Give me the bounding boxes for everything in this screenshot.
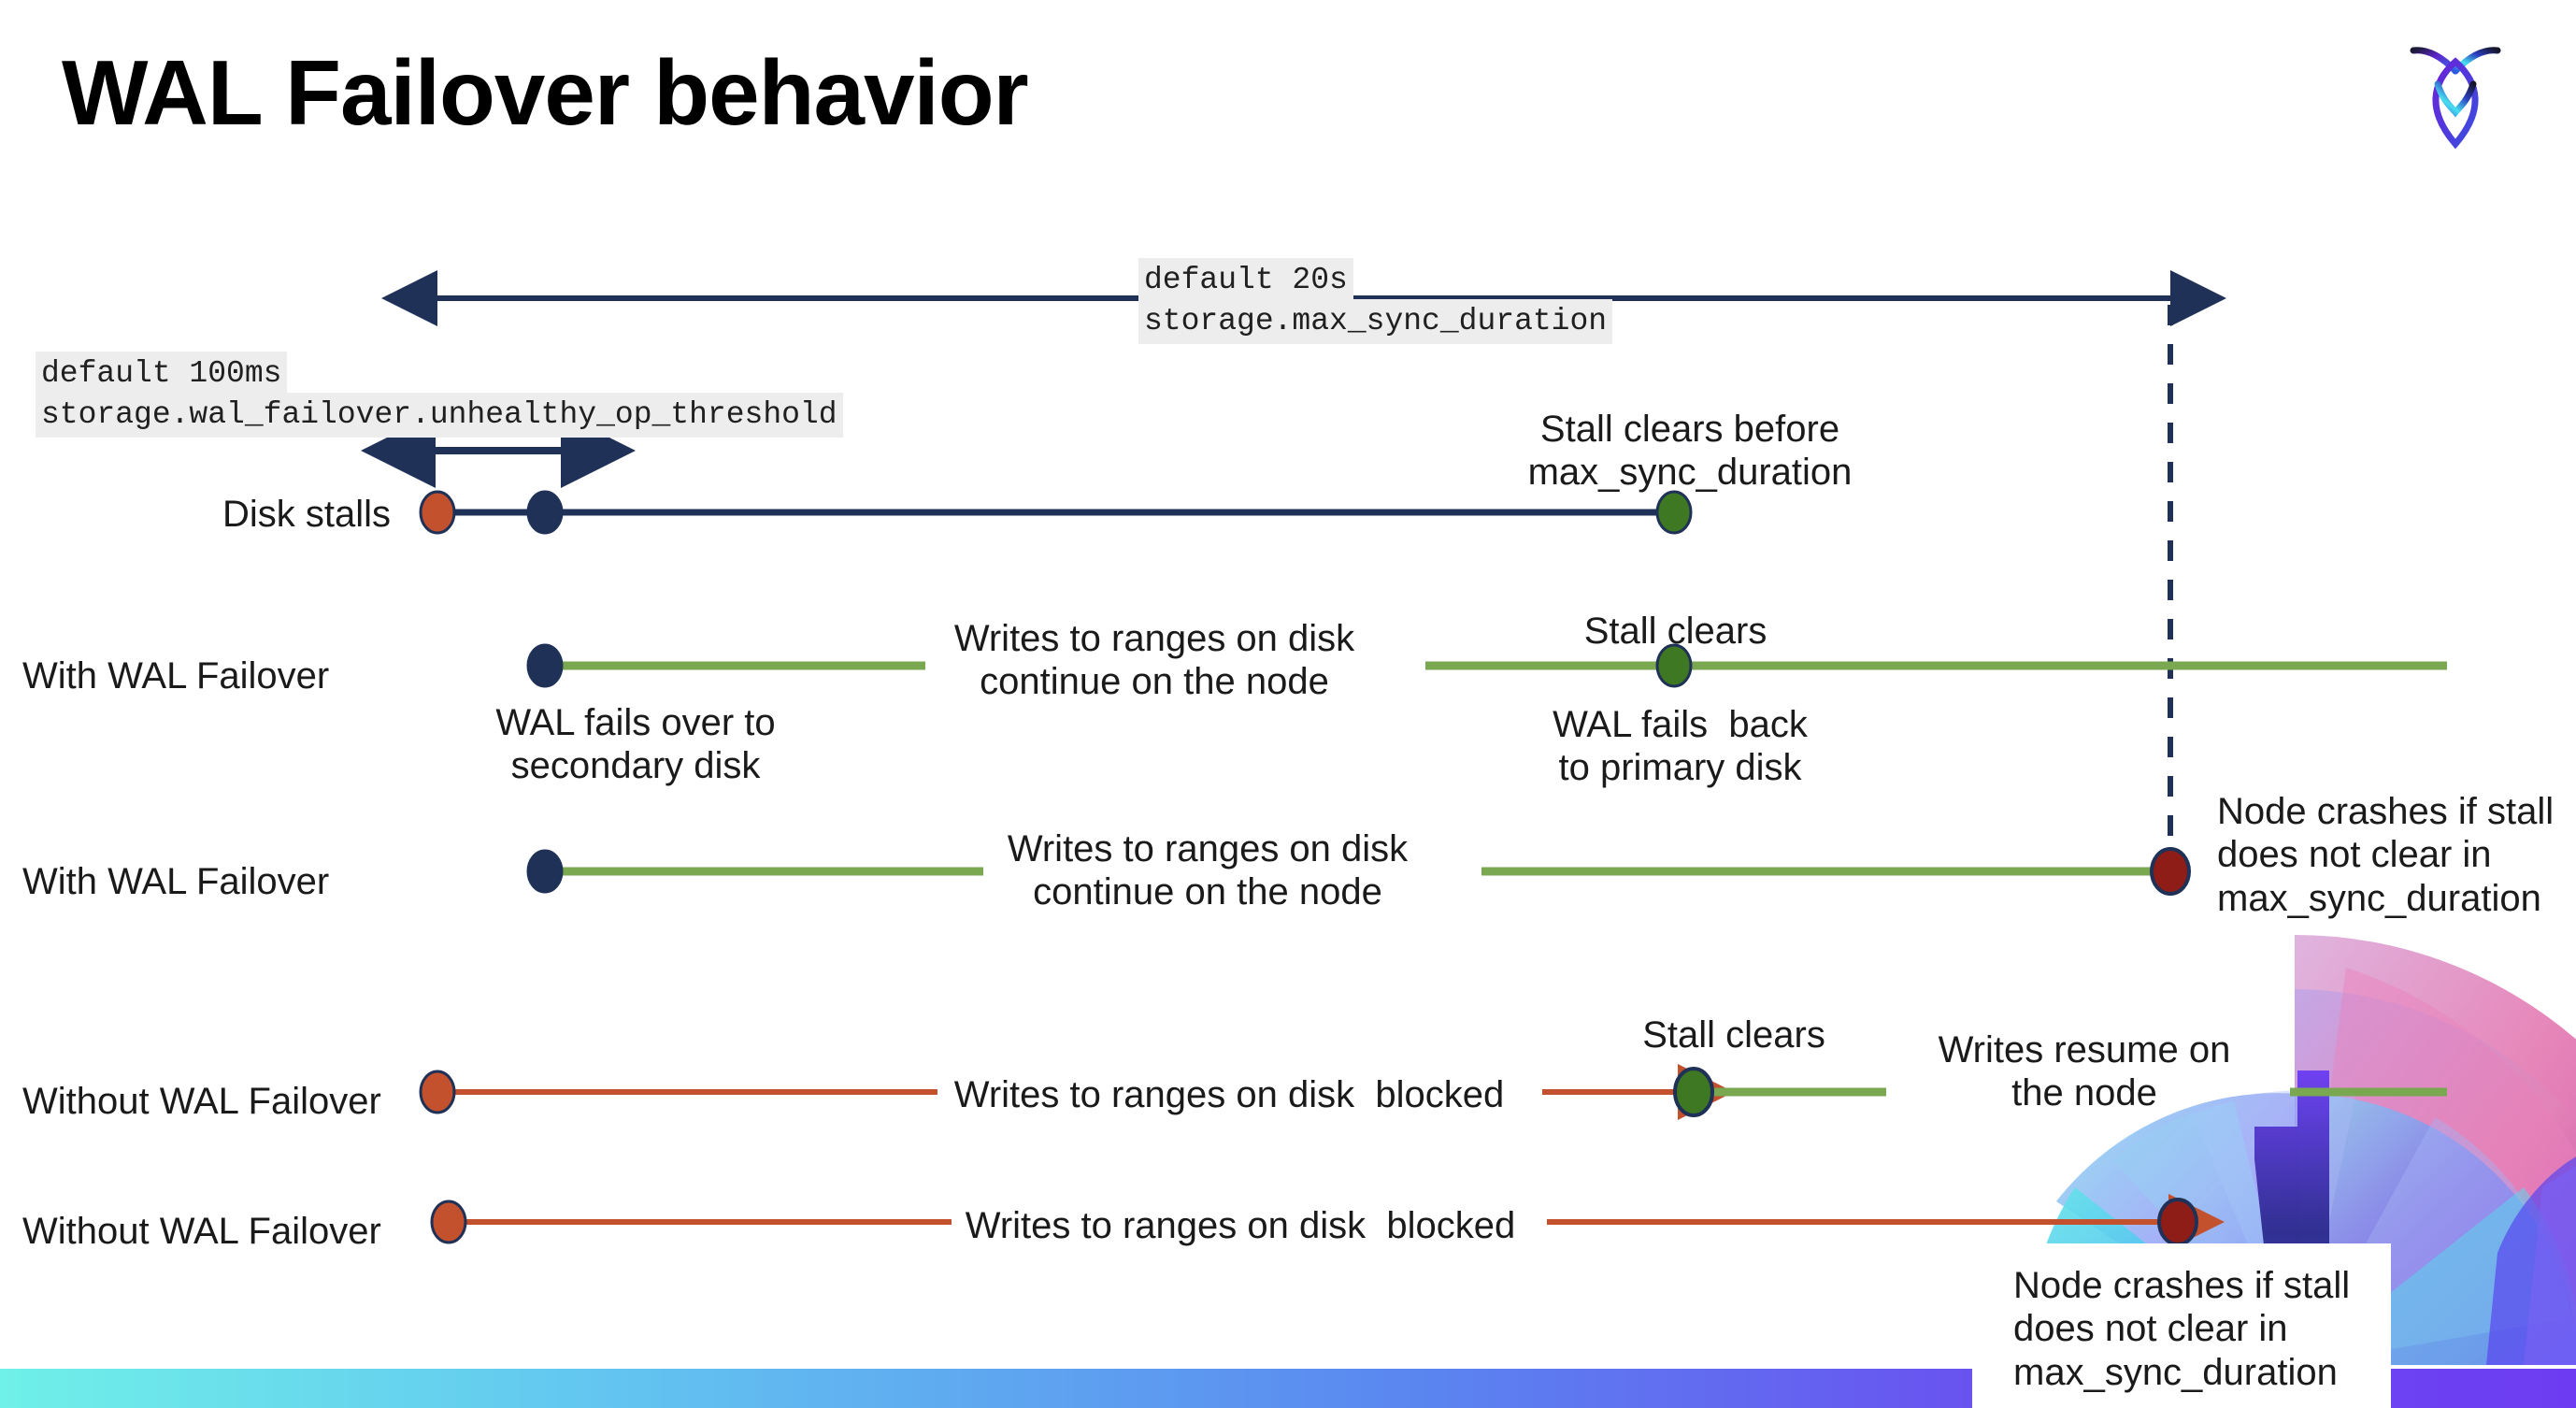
row-with-wal-failover-recovers-timeline [526,643,2447,688]
node-crashes-callout-box [1972,1243,2391,1408]
row-label-with-wal-failover-1: With WAL Failover [22,655,330,697]
row-label-disk-stalls: Disk stalls [222,494,392,535]
unhealthy-setting-code: storage.wal_failover.unhealthy_op_thresh… [36,393,843,438]
failover-trigger-marker-navy [526,490,564,535]
annotation-node-crashes-1: Node crashes if stall does not clear in … [2217,791,2555,919]
row-label-without-wal-failover-2: Without WAL Failover [22,1211,381,1252]
wal-failback-marker-green [1655,643,1693,688]
annotation-node-crashes-2: Node crashes if stall does not clear in … [2013,1265,2351,1393]
annotation-writes-continue-1: Writes to ranges on disk continue on the… [953,618,1355,703]
annotation-stall-clears-1: Stall clears [1583,611,1767,652]
page-title: WAL Failover behavior [62,41,1029,144]
stall-clear-marker-green-4 [1673,1067,1714,1117]
annotation-stall-clears-before-max-sync: Stall clears before max_sync_duration [1527,409,1853,494]
row-without-wal-failover-recovers-timeline [419,1064,2447,1120]
annotation-writes-continue-2: Writes to ranges on disk continue on the… [1007,828,1409,913]
max-sync-default-code: default 20s [1138,258,1353,304]
stall-start-marker-red-5 [430,1200,467,1244]
annotation-writes-blocked-2: Writes to ranges on disk blocked [965,1205,1516,1246]
wal-failover-start-marker-navy-2 [526,849,564,894]
wal-failover-start-marker-navy [526,643,564,688]
annotation-stall-clears-2: Stall clears [1642,1014,1825,1056]
stall-clear-marker-green [1655,490,1693,535]
unhealthy-default-code: default 100ms [36,352,288,397]
annotation-wal-fails-over: WAL fails over to secondary disk [495,702,776,787]
annotation-wal-fails-back: WAL fails back to primary disk [1553,704,1808,789]
row-disk-stalls-timeline [419,490,1693,535]
node-crash-marker-darkred [2150,847,2191,896]
stall-start-marker-red-4 [419,1070,456,1114]
max-sync-setting-code: storage.max_sync_duration [1138,299,1613,345]
row-without-wal-failover-crashes-timeline [430,1194,2225,1250]
row-label-with-wal-failover-2: With WAL Failover [22,861,330,902]
node-crash-marker-darkred-5 [2157,1198,2198,1246]
stall-start-marker-red [419,490,456,535]
cockroachdb-logo [2410,47,2501,150]
row-with-wal-failover-crashes-timeline [526,847,2191,896]
annotation-writes-blocked-1: Writes to ranges on disk blocked [953,1074,1505,1115]
annotation-writes-resume: Writes resume on the node [1938,1029,2231,1114]
row-label-without-wal-failover-1: Without WAL Failover [22,1081,381,1122]
